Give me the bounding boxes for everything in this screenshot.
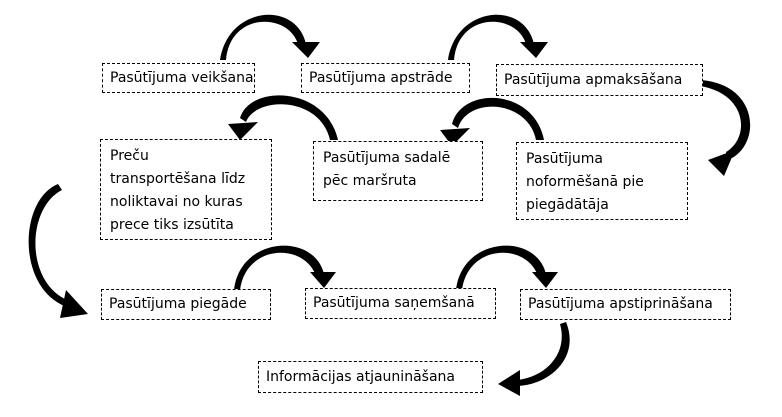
step-label-line: noliktavai no kuras: [110, 194, 243, 210]
arrowhead-s6-to-s7: [60, 290, 88, 318]
step-label-line: Pasūtījuma apstiprināšana: [528, 296, 713, 312]
step-order-placement: Pasūtījuma veikšana: [102, 63, 255, 93]
step-label-line: Pasūtījuma piegāde: [109, 296, 247, 312]
arrowhead-s5-to-s6: [228, 122, 258, 140]
step-order-supplier-processing: Pasūtījuma noformēšanā pie piegādātāja: [516, 142, 688, 220]
arrow-s5-to-s6: [240, 95, 338, 140]
arrowhead-s9-to-s10: [498, 370, 520, 396]
step-label-line: Pasūtījuma sadalē: [323, 150, 451, 166]
step-label-line: pēc maršruta: [323, 173, 417, 189]
step-label-line: Pasūtījuma saņemšanā: [313, 295, 475, 311]
arrow-s1-to-s2: [220, 14, 306, 60]
step-label-line: Preču: [110, 148, 149, 164]
arrowhead-s2-to-s3: [520, 42, 548, 58]
arrow-s9-to-s10: [518, 322, 570, 386]
step-label-line: noformēšanā pie: [526, 174, 644, 190]
arrowhead-s4-to-s5: [440, 128, 470, 146]
step-label-line: Pasūtījuma apmaksāšana: [504, 71, 683, 88]
arrowhead-s8-to-s9: [532, 272, 558, 288]
step-order-route-distribution: Pasūtījuma sadalē pēc maršruta: [313, 141, 483, 201]
arrow-s6-to-s7: [28, 184, 72, 308]
step-information-update: Informācijas atjaunināšana: [258, 361, 483, 393]
step-order-processing: Pasūtījuma apstrāde: [301, 63, 470, 93]
arrow-s4-to-s5: [452, 97, 544, 140]
step-label-line: piegādātāja: [526, 197, 609, 213]
step-order-receipt: Pasūtījuma saņemšanā: [305, 288, 496, 319]
step-label-line: transportēšana līdz: [110, 171, 246, 187]
arrow-s2-to-s3: [448, 14, 534, 60]
step-label-line: Informācijas atjaunināšana: [266, 368, 455, 385]
arrow-s3-to-s4: [700, 80, 751, 160]
arrowhead-s7-to-s8: [310, 272, 336, 288]
step-goods-transport-to-warehouse: Preču transportēšana līdz noliktavai no ku…: [100, 139, 272, 240]
arrow-s7-to-s8: [234, 245, 324, 290]
arrowhead-s1-to-s2: [292, 42, 320, 58]
step-label-line: prece tiks izsūtīta: [110, 217, 234, 233]
step-label-line: Pasūtījuma apstrāde: [309, 69, 453, 86]
step-order-delivery: Pasūtījuma piegāde: [101, 289, 271, 320]
arrow-s8-to-s9: [456, 245, 546, 290]
arrowhead-s3-to-s4: [708, 150, 735, 176]
step-order-confirmation: Pasūtījuma apstiprināšana: [520, 289, 731, 320]
step-order-payment: Pasūtījuma apmaksāšana: [496, 64, 703, 96]
step-label-line: Pasūtījuma veikšana: [110, 69, 254, 86]
step-label-line: Pasūtījuma: [526, 151, 603, 167]
